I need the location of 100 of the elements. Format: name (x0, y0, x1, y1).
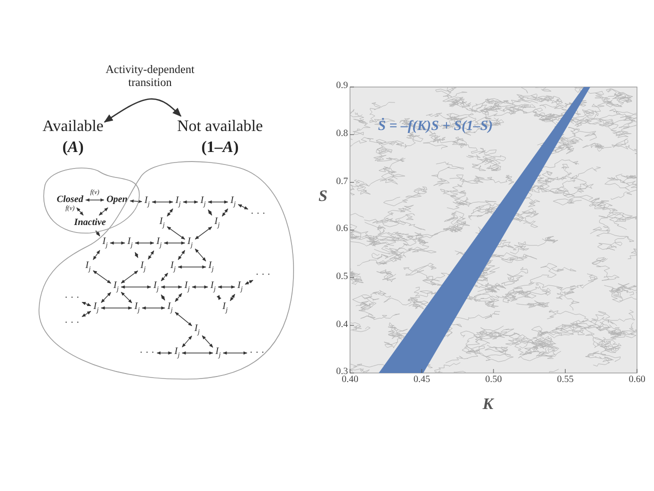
arrow (208, 200, 228, 204)
arrow (182, 200, 198, 204)
state-symbol: I$_{j}$ (134, 301, 140, 315)
axis-title: K (482, 397, 494, 413)
arrow (208, 209, 212, 216)
arrow (134, 241, 154, 245)
ellipsis: · · · (64, 318, 80, 328)
arrow (134, 252, 138, 258)
state-label: Closed (56, 194, 84, 206)
state-symbol: I$_{j}$ (184, 280, 190, 294)
arrow (130, 199, 142, 204)
arrow (120, 285, 152, 289)
state-fraction: (1–A) (200, 138, 240, 158)
tick-label: 0.60 (628, 376, 646, 386)
arrow (166, 208, 174, 217)
tick-label: 0.40 (342, 376, 358, 386)
arrow (95, 230, 100, 236)
arrow (76, 207, 84, 216)
state-symbol: I$_{j}$ (222, 301, 228, 315)
state-symbol: I$_{j}$ (127, 236, 133, 250)
state-symbol: I$_{j}$ (215, 346, 221, 360)
ellipsis: · · · (140, 348, 154, 358)
tick-label: 0.55 (556, 376, 574, 386)
state-label: Open (106, 194, 128, 206)
arrow (142, 306, 166, 310)
arrow (160, 285, 182, 289)
state-symbol: I$_{j}$ (113, 280, 119, 294)
ellipsis: · · · (250, 348, 264, 358)
ellipsis: · · · (64, 292, 80, 304)
state-heading: Not available (177, 117, 263, 138)
arrow (178, 250, 186, 260)
state-symbol: I$_{j}$ (93, 301, 99, 315)
arrow (104, 98, 182, 123)
tick-label: 0.4 (336, 320, 348, 330)
state-symbol: I$_{j}$ (208, 260, 214, 274)
arrow (100, 292, 112, 303)
arrow (160, 294, 166, 301)
arrow (98, 207, 108, 216)
arrow (222, 351, 248, 355)
state-symbol: I$_{j}$ (175, 195, 181, 209)
state-symbol: I$_{j}$ (144, 195, 150, 209)
arrow (222, 208, 228, 217)
arrow (194, 248, 206, 262)
arrow (92, 270, 112, 284)
arrow (82, 302, 92, 306)
state-symbol: I$_{j}$ (102, 236, 108, 250)
arrow (100, 306, 132, 310)
arrow (120, 292, 132, 304)
state-symbol: I$_{j}$ (85, 260, 91, 274)
arrow (174, 293, 182, 302)
state-symbol: I$_{j}$ (174, 346, 180, 360)
arrow (230, 294, 236, 302)
state-symbol: I$_{j}$ (140, 260, 146, 274)
arrow (182, 351, 214, 355)
tick-label: 0.8 (336, 130, 348, 140)
tick-label: 0.9 (336, 82, 348, 92)
arrow (166, 226, 186, 240)
arrow (82, 310, 92, 318)
arrow (192, 285, 208, 289)
state-symbol: I$_{j}$ (159, 216, 165, 230)
state-symbol: I$_{j}$ (187, 236, 193, 250)
tick-label: 0.7 (336, 178, 348, 188)
arrow (178, 265, 206, 269)
arrow (218, 285, 236, 289)
axis-title: S (318, 189, 328, 205)
tick-label: 0.45 (413, 376, 430, 386)
arrow (92, 250, 100, 260)
state-symbol: I$_{j}$ (230, 195, 236, 209)
arrow (182, 336, 192, 348)
arrow (216, 294, 222, 300)
arrow (164, 241, 186, 245)
state-heading: Available (42, 117, 104, 138)
state-symbol: I$_{j}$ (200, 195, 206, 209)
state-symbol: I$_{j}$ (167, 301, 173, 315)
arrow (194, 226, 212, 240)
arrow (152, 200, 174, 204)
state-label: Inactive (74, 218, 106, 228)
tick-label: 0.50 (485, 376, 502, 386)
arrow (85, 198, 104, 202)
state-fraction: (A) (61, 138, 85, 158)
arrow (238, 204, 248, 210)
arrow (156, 351, 172, 355)
state-symbol: I$_{j}$ (214, 216, 220, 230)
tick-label: 0.6 (336, 225, 348, 235)
state-symbol: I$_{j}$ (170, 260, 176, 274)
state-symbol: I$_{j}$ (153, 280, 159, 294)
equation: Ṡ = –f(K)S + S(1–S) (378, 120, 493, 134)
arrow (148, 250, 154, 260)
arrow (110, 241, 126, 245)
state-symbol: I$_{j}$ (156, 236, 162, 250)
ellipsis: · · · (256, 270, 270, 280)
ellipsis: · · · (250, 208, 266, 220)
arrow (174, 312, 192, 326)
arrow (202, 335, 214, 348)
arrow (160, 272, 168, 282)
arrow (244, 280, 254, 285)
state-symbol: I$_{j}$ (210, 280, 216, 294)
state-symbol: I$_{j}$ (237, 280, 243, 294)
arrow (120, 270, 138, 284)
tick-label: 0.5 (336, 272, 348, 282)
